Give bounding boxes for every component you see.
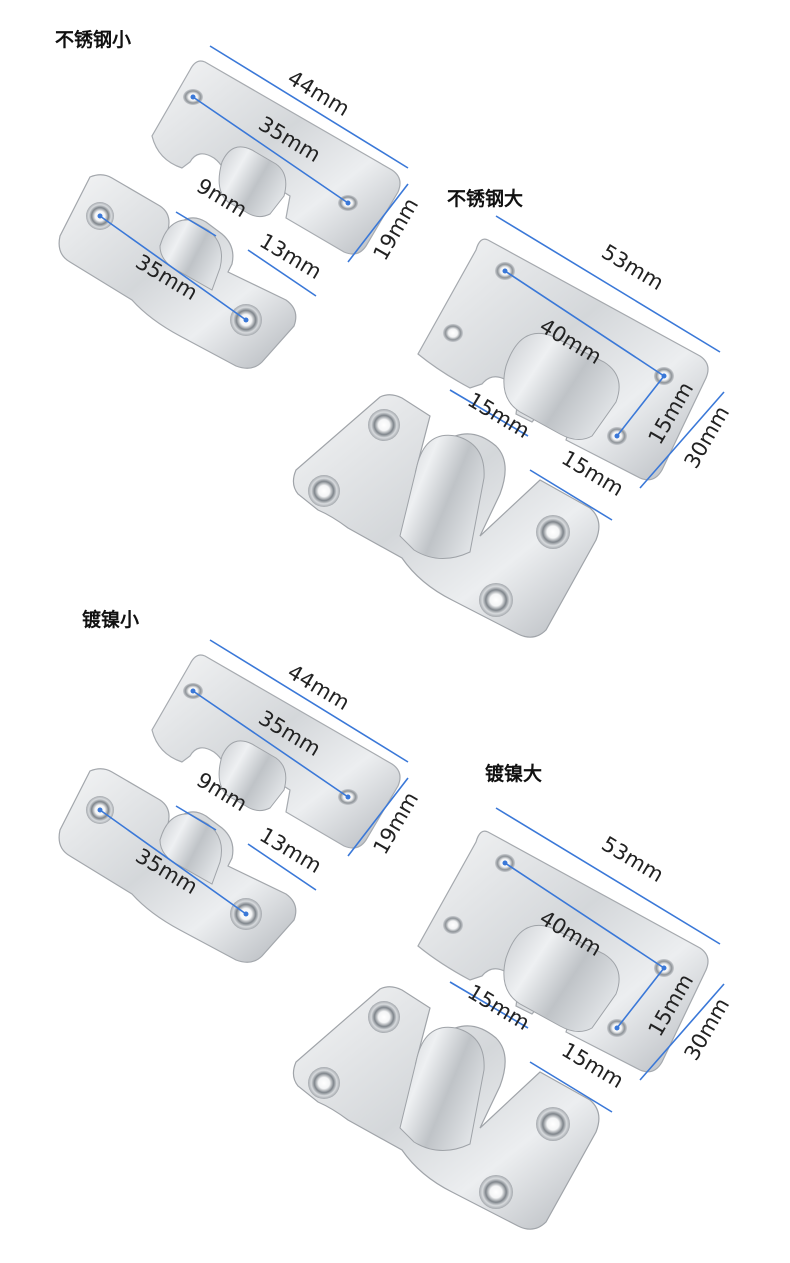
- bracket-plate-top: [151, 60, 401, 255]
- large-bracket-set-1: 不锈钢大 53mm 40: [292, 187, 734, 638]
- section-label: 不锈钢小: [55, 29, 131, 51]
- bracket-plate-top: [417, 830, 709, 1073]
- bracket-plate-bottom: [292, 986, 600, 1230]
- dim-label: 13mm: [255, 229, 325, 284]
- section-label: 镀镍大: [485, 762, 542, 785]
- bracket-plate-top: [151, 654, 401, 849]
- section-label: 镀镍小: [82, 608, 139, 631]
- small-bracket-set-1: 不锈钢小 44mm 35mm: [55, 29, 423, 369]
- bracket-plate-bottom: [292, 394, 600, 638]
- bracket-plate-top: [417, 238, 709, 481]
- section-label: 不锈钢大: [447, 187, 523, 210]
- small-bracket-set-2: 镀镍小 44mm 35mm 19mm 9m: [58, 608, 423, 963]
- dim-label: 53mm: [597, 240, 667, 295]
- dim-label: 53mm: [597, 832, 667, 887]
- dim-label: 13mm: [255, 823, 325, 878]
